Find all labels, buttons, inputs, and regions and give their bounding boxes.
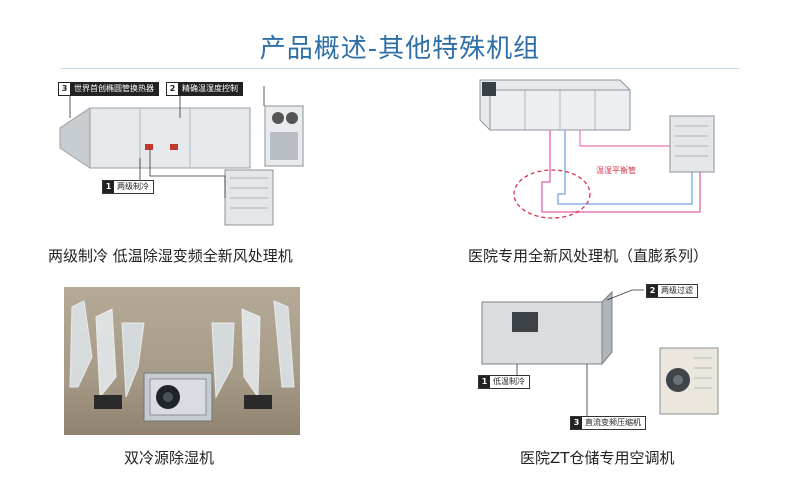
tag-dc-inverter-compressor: 3 直流变频压缩机 <box>570 416 646 430</box>
tag-low-temp-cooling: 1 低温制冷 <box>478 375 530 389</box>
trophies-and-dehumidifier-illustration <box>69 300 295 422</box>
caption-two-stage-ahu: 两级制冷 低温除湿变频全新风处理机 <box>48 247 293 265</box>
two-stage-ahu-illustration <box>59 86 304 226</box>
tag-two-stage-filtration: 2 两级过滤 <box>646 284 698 298</box>
tag-precise-humidity-control: 2 精确温湿度控制 <box>166 82 243 96</box>
caption-hospital-zt-storage-ac: 医院ZT仓储专用空调机 <box>520 449 675 467</box>
storage-ac-illustration <box>481 289 719 421</box>
tag-elliptical-heat-exchanger: 3 世界首创椭圆管换热器 <box>58 82 159 96</box>
caption-dual-source-dehumidifier: 双冷源除湿机 <box>124 449 215 467</box>
tag-two-stage-cooling: 1 两级制冷 <box>102 180 154 194</box>
balance-pipe-label: 温湿平衡管 <box>596 166 636 175</box>
page-title: 产品概述-其他特殊机组 <box>259 34 541 64</box>
caption-hospital-fresh-air: 医院专用全新风处理机（直膨系列） <box>468 247 709 265</box>
hospital-fresh-air-illustration <box>479 79 715 219</box>
title-divider <box>60 68 740 69</box>
